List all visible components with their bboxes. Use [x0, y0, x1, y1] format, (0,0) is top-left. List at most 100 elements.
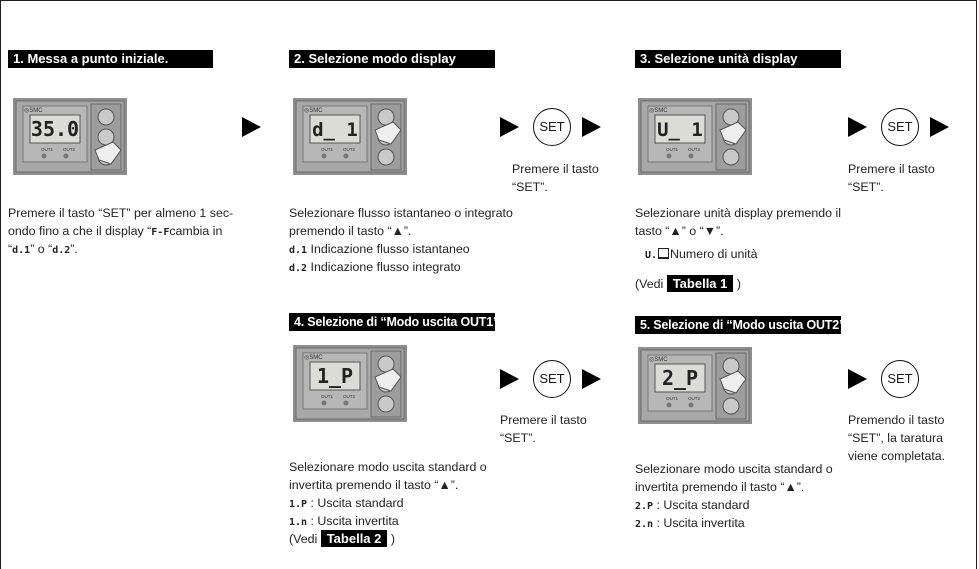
svg-text:◎SMC: ◎SMC — [649, 357, 668, 363]
step3-see-row: (Vedi Tabella 1 ) — [635, 275, 741, 293]
svg-text:OUT2: OUT2 — [343, 394, 355, 399]
step2-code-desc: Indicazione flusso integrato — [310, 260, 461, 274]
sensor-device-icon: ◎SMC U_ 1 OUT1 OUT2 — [638, 98, 752, 175]
step5-lcd-value: 2_P — [662, 366, 698, 390]
set-button[interactable]: SET — [533, 108, 571, 146]
step3-lcd-value: U_ 1 — [657, 119, 703, 141]
sensor-device-icon: ◎SMC 35.0 OUT1 OUT2 — [13, 98, 127, 175]
sensor-device-icon: ◎SMC 1_P OUT1 OUT2 — [293, 345, 407, 422]
step4-press-line2: “SET”. — [500, 431, 536, 445]
step5-text-line2: invertita premendo il tasto “▲”. — [635, 480, 805, 494]
step2-press-line1: Premere il tasto — [512, 162, 599, 176]
svg-text:OUT1: OUT1 — [666, 147, 678, 152]
step1-text-part: ondo fino a che il display “ — [8, 224, 152, 238]
step2-code: d.1 — [289, 245, 308, 256]
step5-press-line1: Premendo il tasto — [848, 413, 945, 427]
see-suffix: ) — [736, 277, 741, 291]
step2-text-line2: premendo il tasto “▲”. — [289, 224, 412, 238]
sensor-device-icon: ◎SMC d_ 1 OUT1 OUT2 — [293, 98, 407, 175]
step1-code-d1: d.1 — [12, 245, 31, 256]
step5-code-row: 2.P : Uscita standard — [635, 496, 750, 516]
step5-code-row: 2.n : Uscita invertita — [635, 514, 745, 534]
step1-text-line2: ondo fino a che il display “F-Fcambia in — [8, 222, 222, 242]
svg-text:◎SMC: ◎SMC — [24, 108, 43, 114]
step1-lcd-value: 35.0 — [31, 117, 79, 141]
step4-text-line2: invertita premendo il tasto “▲”. — [289, 478, 459, 492]
step1-text-part: “ — [8, 242, 13, 256]
step4-code-desc: : Uscita invertita — [310, 514, 399, 528]
step5-code: 2.n — [635, 519, 654, 530]
step2-press-line2: “SET”. — [512, 180, 548, 194]
svg-text:OUT1: OUT1 — [321, 394, 333, 399]
step2-code-row: d.1 Indicazione flusso istantaneo — [289, 240, 470, 260]
step1-text-line3: “d.1” o “d.2”. — [8, 240, 78, 260]
svg-text:◎SMC: ◎SMC — [304, 355, 323, 361]
step1-text-part: cambia in — [169, 224, 223, 238]
see-prefix: (Vedi — [289, 532, 318, 546]
step1-code-ff: F-F — [151, 227, 170, 238]
step5-code-desc: : Uscita standard — [656, 498, 750, 512]
step3-device: ◎SMC U_ 1 OUT1 OUT2 — [638, 98, 752, 175]
svg-text:OUT2: OUT2 — [63, 147, 75, 152]
step3-press-line2: “SET”. — [848, 180, 884, 194]
step2-lcd-value: d_ 1 — [312, 119, 358, 141]
step5-code: 2.P — [635, 501, 654, 512]
step4-header: 4. Selezione di “Modo uscita OUT1” — [289, 313, 499, 331]
step1-code-d2: d.2 — [52, 245, 71, 256]
svg-text:OUT1: OUT1 — [321, 147, 333, 152]
svg-text:OUT2: OUT2 — [688, 396, 700, 401]
step4-lcd-value: 1_P — [317, 364, 353, 388]
step3-code-desc: Numero di unità — [670, 247, 758, 261]
step2-device: ◎SMC d_ 1 OUT1 OUT2 — [293, 98, 407, 175]
step4-press-line1: Premere il tasto — [500, 413, 587, 427]
step3-text-line2: tasto “▲” o “▼”. — [635, 224, 724, 238]
step3-press-line1: Premere il tasto — [848, 162, 935, 176]
step1-device: ◎SMC 35.0 OUT1 OUT2 — [13, 98, 127, 175]
step5-header: 5. Selezione di “Modo uscita OUT2” — [635, 316, 845, 334]
set-button[interactable]: SET — [533, 360, 571, 398]
sensor-device-icon: ◎SMC 2_P OUT1 OUT2 — [638, 347, 752, 424]
step5-press-line2: “SET”, la taratura — [848, 431, 944, 445]
step4-code-row: 1.n : Uscita invertita — [289, 512, 399, 532]
arrow-right-icon — [500, 369, 519, 389]
set-button[interactable]: SET — [881, 108, 919, 146]
step5-device: ◎SMC 2_P OUT1 OUT2 — [638, 347, 752, 424]
set-button[interactable]: SET — [881, 360, 919, 398]
step3-code-row: U. Numero di unità — [645, 245, 758, 265]
table1-link[interactable]: Tabella 1 — [666, 275, 734, 292]
step1-text-part: ”. — [70, 242, 78, 256]
see-suffix: ) — [390, 532, 395, 546]
step2-code-desc: Indicazione flusso istantaneo — [310, 242, 470, 256]
arrow-right-icon — [242, 117, 261, 137]
step4-text-line1: Selezionare modo uscita standard o — [289, 460, 487, 474]
step4-see-row: (Vedi Tabella 2 ) — [289, 530, 395, 548]
step4-code-row: 1.P : Uscita standard — [289, 494, 404, 514]
step5-code-desc: : Uscita invertita — [656, 516, 745, 530]
step4-code: 1.P — [289, 499, 308, 510]
svg-text:OUT1: OUT1 — [666, 396, 678, 401]
step2-code-row: d.2 Indicazione flusso integrato — [289, 258, 461, 278]
svg-text:OUT1: OUT1 — [41, 147, 53, 152]
svg-text:OUT2: OUT2 — [343, 147, 355, 152]
table2-link[interactable]: Tabella 2 — [320, 530, 388, 547]
step4-code: 1.n — [289, 517, 308, 528]
arrow-right-icon — [582, 117, 601, 137]
svg-text:◎SMC: ◎SMC — [649, 108, 668, 114]
svg-text:◎SMC: ◎SMC — [304, 108, 323, 114]
arrow-right-icon — [582, 369, 601, 389]
step3-text-line1: Selezionare unità display premendo il — [635, 206, 841, 220]
unit-box-icon — [658, 248, 670, 259]
step2-code: d.2 — [289, 263, 308, 274]
see-prefix: (Vedi — [635, 277, 664, 291]
arrow-right-icon — [930, 117, 949, 137]
step3-code: U. — [645, 250, 658, 261]
svg-text:OUT2: OUT2 — [688, 147, 700, 152]
step5-text-line1: Selezionare modo uscita standard o — [635, 462, 833, 476]
step3-header: 3. Selezione unità display — [635, 50, 841, 68]
arrow-right-icon — [848, 369, 867, 389]
step4-device: ◎SMC 1_P OUT1 OUT2 — [293, 345, 407, 422]
step5-press-line3: viene completata. — [848, 449, 946, 463]
arrow-right-icon — [848, 117, 867, 137]
step1-text-line1: Premere il tasto “SET” per almeno 1 sec- — [8, 206, 234, 220]
